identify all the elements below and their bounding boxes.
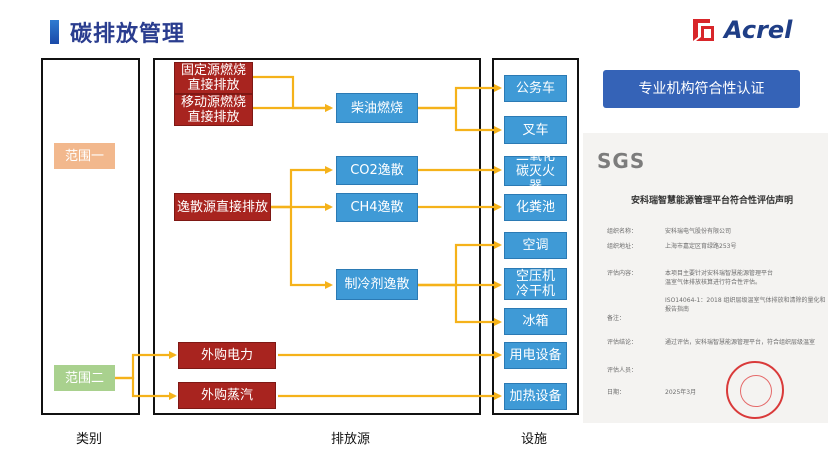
- title-accent-bar: [50, 20, 59, 44]
- category-column-frame: [41, 58, 140, 415]
- intermediate-diesel-combustion: 柴油燃烧: [336, 93, 418, 123]
- facility-refrigerator: 冰箱: [504, 308, 567, 335]
- facility-co2-extinguisher: 二氧化碳灭火器: [504, 149, 567, 194]
- intermediate-ch4-fugitive: CH4逸散: [336, 193, 418, 222]
- facility-septic-tank: 化粪池: [504, 194, 567, 221]
- source-fixed-combustion: 固定源燃烧直接排放: [174, 62, 253, 94]
- facility-heating-equipment: 加热设备: [504, 383, 567, 410]
- facility-column-frame: [492, 58, 579, 415]
- certificate-line: 温室气体排放核算进行符合性评估。: [665, 279, 762, 286]
- facility-compressor-dryer: 空压机冷干机: [504, 268, 567, 300]
- category-column-label: 类别: [76, 432, 103, 447]
- sgs-certificate-document: SGS 安科瑞智慧能源管理平台符合性评估声明 组织名称： 安科瑞电气股份有限公司…: [583, 133, 828, 423]
- scope-one-box: 范围一: [54, 143, 115, 169]
- page-title: 碳排放管理: [70, 22, 186, 47]
- certificate-line: 安科瑞电气股份有限公司: [665, 228, 732, 235]
- certificate-line: 上海市嘉定区育绿路253号: [665, 243, 737, 250]
- sgs-logo: SGS: [597, 149, 646, 173]
- certificate-line: 2025年3月: [665, 389, 697, 396]
- certificate-line: 本项目主要针对安科瑞智慧能源管理平台: [665, 270, 774, 277]
- source-fugitive-emission: 逸散源直接排放: [174, 193, 271, 221]
- scope-two-box: 范围二: [54, 365, 115, 391]
- facility-air-conditioner: 空调: [504, 232, 567, 259]
- certificate-line: 组织名称：: [607, 228, 638, 235]
- certificate-title: 安科瑞智慧能源管理平台符合性评估声明: [631, 196, 794, 206]
- acrel-logo: Acrel: [690, 14, 792, 46]
- source-purchased-steam: 外购蒸汽: [178, 382, 276, 409]
- facility-official-car: 公务车: [504, 75, 567, 102]
- source-mobile-combustion: 移动源燃烧直接排放: [174, 94, 253, 126]
- certificate-line: 组织地址：: [607, 243, 638, 250]
- source-column-frame: [153, 58, 481, 415]
- facility-forklift: 叉车: [504, 116, 567, 144]
- acrel-logo-text: Acrel: [724, 16, 793, 44]
- intermediate-refrigerant-fugitive: 制冷剂逸散: [336, 269, 418, 300]
- certificate-seal-stamp: [726, 361, 784, 419]
- certificate-line: ISO14064-1：2018 组织层级温室气体排放和清除的量化和: [665, 297, 826, 304]
- acrel-logo-mark-icon: [690, 16, 718, 44]
- certificate-line: 评估内容：: [607, 270, 638, 277]
- facility-electrical-equipment: 用电设备: [504, 342, 567, 369]
- certificate-line: 备注：: [607, 315, 626, 322]
- source-purchased-electricity: 外购电力: [178, 342, 276, 369]
- certificate-line: 报告指南: [665, 306, 690, 313]
- facility-column-label: 设施: [521, 432, 548, 447]
- certificate-line: 日期：: [607, 389, 626, 396]
- source-column-label: 排放源: [331, 432, 371, 447]
- certificate-line: 评估人员：: [607, 367, 638, 374]
- certification-badge: 专业机构符合性认证: [603, 70, 800, 108]
- intermediate-co2-fugitive: CO2逸散: [336, 156, 418, 185]
- certificate-line: 评估结论：: [607, 339, 638, 346]
- certificate-line: 通过评估，安科瑞智慧能源管理平台，符合组织层级温室: [665, 339, 816, 346]
